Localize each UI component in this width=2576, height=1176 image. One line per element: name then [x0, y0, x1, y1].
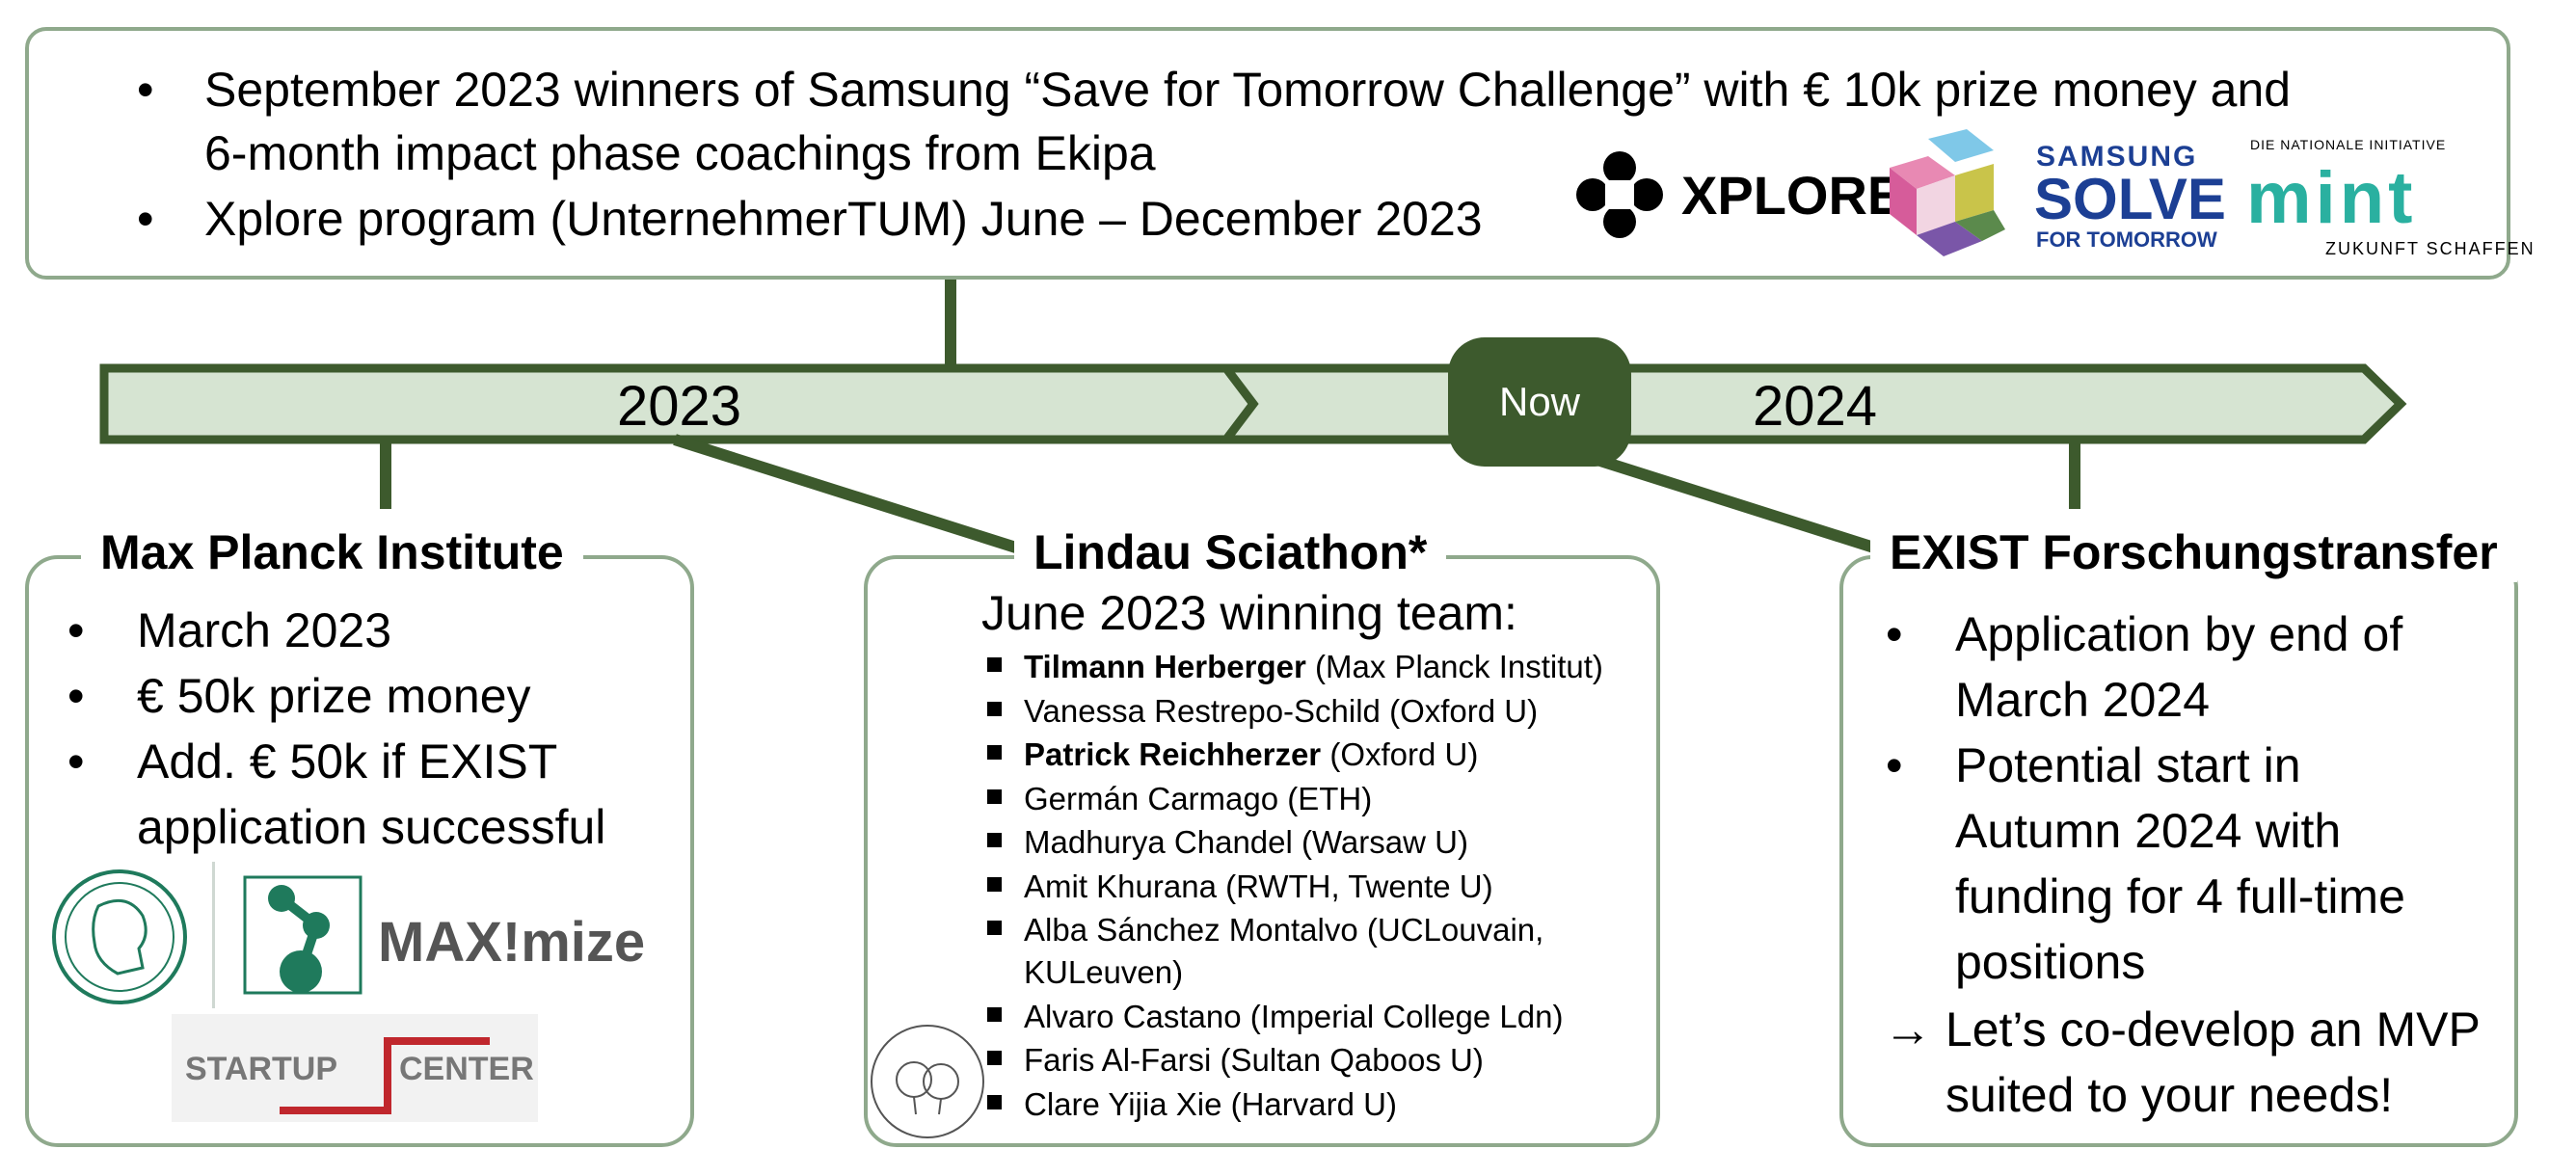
maximize-logo — [243, 875, 364, 1002]
top-bullet-1: • September 2023 winners of Samsung “Sav… — [137, 63, 2292, 180]
xplore-icon — [1576, 151, 1663, 238]
exist-title: EXIST Forschungstransfer — [1870, 522, 2517, 582]
lindau-title: Lindau Sciathon* — [1014, 522, 1447, 582]
member-name: Alvaro Castano — [1024, 998, 1242, 1034]
year-2023: 2023 — [617, 375, 742, 438]
member-affiliation: (RWTH, Twente U) — [1216, 868, 1493, 904]
startup-center-logo — [172, 1014, 538, 1122]
mpi-bullet-2: •€ 50k prize money — [67, 669, 531, 723]
member-affiliation: (Sultan Qaboos U) — [1211, 1042, 1484, 1078]
square-bullet-icon — [987, 1051, 1002, 1065]
lindau-seal-logo — [868, 1022, 987, 1146]
member-affiliation: (UCLouvain, — [1357, 912, 1544, 948]
for-tomorrow-label: FOR TOMORROW — [2036, 227, 2217, 252]
member-name: Vanessa Restrepo-Schild — [1024, 692, 1381, 729]
member-affiliation: (Oxford U) — [1321, 736, 1479, 772]
square-bullet-icon — [987, 876, 1002, 892]
square-bullet-icon — [987, 1094, 1002, 1109]
samsung-label: SAMSUNG — [2036, 141, 2198, 173]
member-name: Germán Carmago — [1024, 780, 1279, 816]
lindau-member: Faris Al-Farsi (Sultan Qaboos U) — [987, 1039, 1484, 1082]
samsung-cube-logo — [1890, 129, 2013, 265]
lindau-member: Vanessa Restrepo-Schild (Oxford U) — [987, 690, 1539, 733]
exist-bullet-2: •Potential start in — [1886, 738, 2301, 792]
member-name: Clare Yijia Xie — [1024, 1085, 1222, 1122]
square-bullet-icon — [987, 745, 1002, 760]
startup-center-bar-bottom — [280, 1107, 391, 1114]
member-affiliation: (Harvard U) — [1221, 1085, 1397, 1122]
member-affiliation: (Max Planck Institut) — [1305, 649, 1603, 684]
member-name: Tilmann Herberger — [1024, 649, 1306, 684]
square-bullet-icon — [987, 921, 1002, 935]
member-name: Madhurya Chandel — [1024, 824, 1293, 860]
lindau-subtitle: June 2023 winning team: — [981, 586, 1517, 640]
startup-center-bar — [384, 1037, 391, 1114]
exist-callout-2: suited to your needs! — [1945, 1068, 2394, 1122]
mpi-bullet-1: •March 2023 — [67, 603, 392, 657]
member-affiliation-cont: KULeuven) — [1024, 954, 1184, 990]
solve-label: SOLVE — [2034, 167, 2226, 231]
member-affiliation: (Oxford U) — [1380, 692, 1539, 729]
lindau-member: Alba Sánchez Montalvo (UCLouvain, KULeuve… — [987, 909, 1544, 994]
logo-divider — [212, 862, 215, 1008]
top-info-box: • September 2023 winners of Samsung “Sav… — [25, 27, 2510, 280]
square-bullet-icon — [987, 833, 1002, 847]
member-name: Amit Khurana — [1024, 868, 1217, 904]
exist-callout-1: → Let’s co-develop an MVP — [1884, 1002, 2481, 1056]
lindau-member: Amit Khurana (RWTH, Twente U) — [987, 866, 1493, 908]
max-planck-seal-logo — [50, 868, 189, 1011]
center-label: CENTER — [399, 1051, 534, 1087]
lindau-member: Germán Carmago (ETH) — [987, 778, 1373, 820]
member-name: Faris Al-Farsi — [1024, 1042, 1212, 1078]
year-2024: 2024 — [1753, 375, 1878, 438]
xplore-logo — [1571, 147, 1668, 248]
square-bullet-icon — [987, 788, 1002, 804]
lindau-member: Clare Yijia Xie (Harvard U) — [987, 1083, 1397, 1126]
connector-exist — [1598, 455, 1882, 555]
exist-bullet-1-cont: March 2024 — [1955, 673, 2211, 727]
connector-lindau — [673, 434, 1024, 555]
square-bullet-icon — [987, 701, 1002, 716]
member-name: Alba Sánchez Montalvo — [1024, 912, 1358, 948]
now-badge: Now — [1448, 337, 1631, 467]
exist-bullet-2-cont-2: funding for 4 full-time — [1955, 869, 2405, 923]
mint-wordmark: mint — [2246, 157, 2417, 239]
lindau-member: Alvaro Castano (Imperial College Ldn) — [987, 996, 1564, 1038]
lindau-member: Madhurya Chandel (Warsaw U) — [987, 821, 1468, 864]
startup-center-bar-top — [384, 1037, 490, 1045]
square-bullet-icon — [987, 1006, 1002, 1022]
member-affiliation: (Warsaw U) — [1292, 824, 1468, 860]
mpi-bullet-3-cont: application successful — [137, 800, 606, 854]
square-bullet-icon — [987, 657, 1002, 672]
mint-initiative-label: DIE NATIONALE INITIATIVE — [2250, 137, 2447, 152]
exist-bullet-1: •Application by end of — [1886, 607, 2403, 661]
cube-icon — [1890, 129, 2005, 256]
exist-bullet-2-cont-1: Autumn 2024 with — [1955, 804, 2342, 858]
member-affiliation: (ETH) — [1278, 780, 1373, 816]
molecule-icon — [243, 875, 362, 995]
member-name: Patrick Reichherzer — [1024, 736, 1322, 772]
member-affiliation: (Imperial College Ldn) — [1241, 998, 1564, 1034]
maximize-wordmark: MAX!mize — [378, 911, 646, 974]
lindau-member: Patrick Reichherzer (Oxford U) — [987, 734, 1479, 776]
lindau-member: Tilmann Herberger (Max Planck Institut) — [987, 646, 1603, 688]
top-bullet-2: • Xplore program (UnternehmerTUM) June –… — [137, 192, 1483, 246]
xplore-wordmark: XPLORE — [1681, 165, 1904, 226]
mint-zukunft-label: ZUKUNFT SCHAFFEN — [2325, 239, 2536, 258]
mpi-title: Max Planck Institute — [81, 522, 583, 582]
tree-seal-icon — [871, 1025, 984, 1138]
mpi-bullet-3: •Add. € 50k if EXIST — [67, 735, 558, 788]
exist-bullet-2-cont-3: positions — [1955, 935, 2146, 989]
minerva-icon — [52, 869, 187, 1004]
startup-label: STARTUP — [185, 1051, 338, 1087]
